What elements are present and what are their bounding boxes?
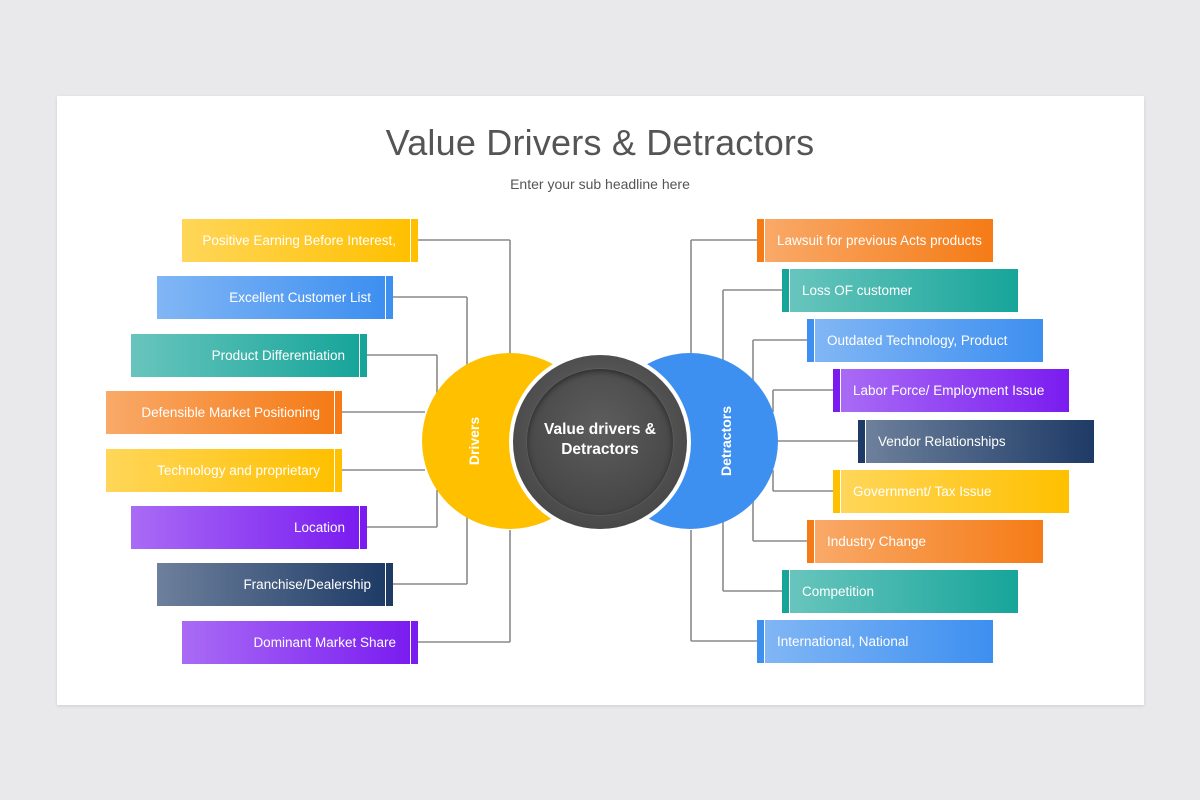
detractor-tab [807, 520, 814, 563]
detractor-bar: Lawsuit for previous Acts products [765, 219, 993, 262]
detractor-tab [833, 369, 840, 412]
detractor-bar: Outdated Technology, Product [815, 319, 1043, 362]
driver-tab [386, 563, 393, 606]
driver-tab [335, 391, 342, 434]
driver-bar: Defensible Market Positioning [106, 391, 334, 434]
driver-bar: Franchise/Dealership [157, 563, 385, 606]
detractor-tab [757, 620, 764, 663]
detractor-bar: Competition [790, 570, 1018, 613]
driver-bar: Dominant Market Share [182, 621, 410, 664]
driver-tab [411, 621, 418, 664]
detractors-label: Detractors [718, 405, 735, 477]
driver-bar: Positive Earning Before Interest, [182, 219, 410, 262]
detractor-tab [833, 470, 840, 513]
page-subtitle: Enter your sub headline here [510, 176, 690, 192]
detractor-bar: Industry Change [815, 520, 1043, 563]
drivers-label: Drivers [466, 416, 483, 466]
center-inner-circle [527, 369, 673, 515]
detractor-bar: Loss OF customer [790, 269, 1018, 312]
detractor-bar: Labor Force/ Employment Issue [841, 369, 1069, 412]
driver-bar: Product Differentiation [131, 334, 359, 377]
center-label-line1: Value drivers & [543, 421, 656, 438]
driver-bar: Excellent Customer List [157, 276, 385, 319]
page-title: Value Drivers & Detractors [385, 122, 815, 163]
detractor-tab [782, 570, 789, 613]
center-label-line2: Detractors [561, 441, 639, 458]
center-label: Value drivers & Detractors [527, 420, 673, 460]
driver-tab [360, 334, 367, 377]
detractor-tab [807, 319, 814, 362]
driver-tab [411, 219, 418, 262]
driver-bar: Technology and proprietary [106, 449, 334, 492]
driver-tab [386, 276, 393, 319]
detractor-bar: Government/ Tax Issue [841, 470, 1069, 513]
detractor-tab [757, 219, 764, 262]
detractor-bar: Vendor Relationships [866, 420, 1094, 463]
driver-tab [335, 449, 342, 492]
driver-tab [360, 506, 367, 549]
detractor-tab [858, 420, 865, 463]
detractor-tab [782, 269, 789, 312]
driver-bar: Location [131, 506, 359, 549]
detractor-bar: International, National [765, 620, 993, 663]
